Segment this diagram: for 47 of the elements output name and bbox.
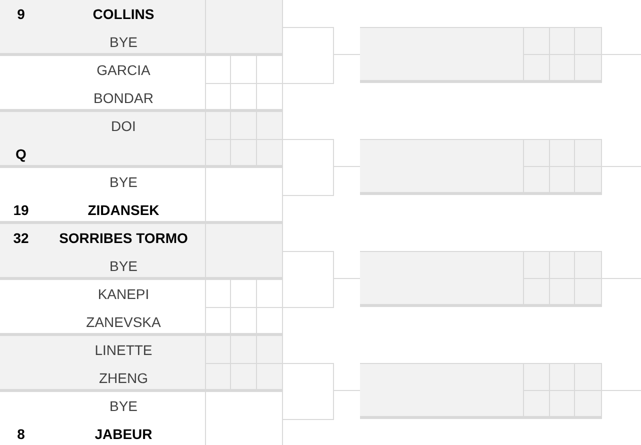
- player-name: COLLINS: [92, 6, 154, 22]
- bracket-line: [282, 390, 334, 420]
- player-name: BYE: [109, 34, 138, 50]
- player-name: BYE: [109, 258, 138, 274]
- match-box: [0, 56, 283, 112]
- bracket-line: [333, 166, 360, 167]
- bracket-line: [333, 278, 360, 279]
- player-name: DOI: [111, 118, 136, 134]
- player-name: BYE: [109, 398, 138, 414]
- bracket-line: [282, 251, 334, 279]
- match-box: [360, 27, 602, 83]
- match-box: [0, 168, 283, 224]
- match-box: [0, 280, 283, 336]
- player-name: BYE: [109, 174, 138, 190]
- bracket-line: [282, 139, 334, 167]
- player-name: ZIDANSEK: [88, 202, 160, 218]
- seed-number: 8: [17, 426, 25, 442]
- seed-number: 32: [13, 230, 29, 246]
- bracket-line: [602, 278, 641, 279]
- match-box: [360, 363, 602, 419]
- bracket-line: [333, 390, 360, 391]
- match-box: [0, 336, 283, 392]
- match-box: [360, 139, 602, 195]
- player-name: LINETTE: [94, 342, 152, 358]
- player-name: KANEPI: [98, 286, 150, 302]
- bracket-line: [282, 166, 334, 196]
- match-box: [360, 251, 602, 307]
- match-box: [0, 112, 283, 168]
- bracket-line: [602, 390, 641, 391]
- player-name: ZHENG: [99, 370, 148, 386]
- seed-number: 9: [17, 6, 25, 22]
- bracket-line: [602, 54, 641, 55]
- player-name: BONDAR: [94, 90, 154, 106]
- player-name: GARCIA: [96, 62, 150, 78]
- bracket-line: [282, 363, 334, 391]
- bracket-line: [282, 54, 334, 84]
- player-name: JABEUR: [94, 426, 152, 442]
- bracket-line: [282, 27, 334, 55]
- bracket-line: [333, 54, 360, 55]
- bracket-line: [602, 166, 641, 167]
- bracket-line: [282, 278, 334, 308]
- player-name: ZANEVSKA: [86, 314, 161, 330]
- seed-number: Q: [16, 146, 26, 162]
- match-box: [0, 224, 283, 280]
- player-name: SORRIBES TORMO: [59, 230, 188, 246]
- seed-number: 19: [13, 202, 29, 218]
- match-box: [0, 0, 283, 56]
